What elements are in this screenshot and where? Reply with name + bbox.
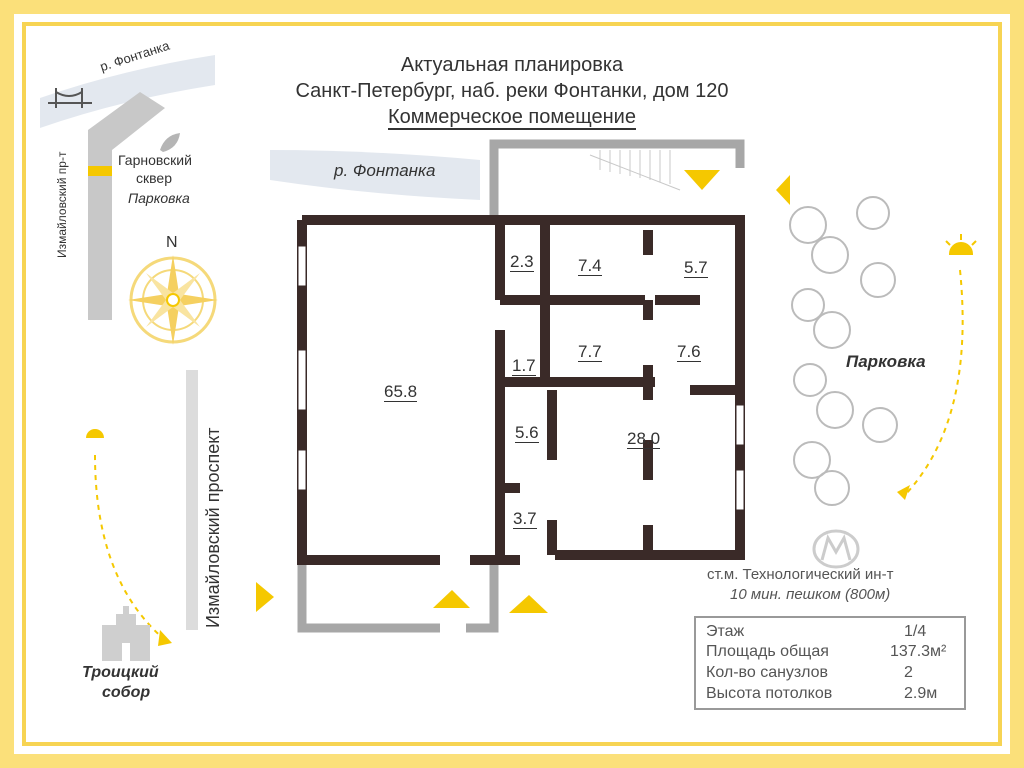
sun-path-left — [94, 454, 166, 641]
room-area: 28.0 — [627, 429, 661, 449]
cathedral-icon — [102, 606, 150, 661]
plan-windows — [297, 245, 745, 511]
title-line-3: Коммерческое помещение — [388, 106, 636, 130]
info-label: Высота потолков — [706, 685, 833, 702]
info-table: Этаж 1/4 Площадь общая 137.3м² Кол-во са… — [694, 616, 966, 710]
title-line-2: Санкт-Петербург, наб. реки Фонтанки, дом… — [295, 80, 729, 102]
river-big-band — [270, 150, 480, 200]
cathedral-label-2: собор — [102, 684, 151, 701]
north-label: N — [166, 234, 178, 251]
room-area: 7.4 — [578, 256, 602, 276]
map-marker — [88, 166, 112, 176]
avenue-strip — [186, 370, 198, 630]
title-line-1: Актуальная планировка — [400, 54, 624, 76]
parking-label-small: Парковка — [128, 190, 190, 206]
plan-walls — [297, 215, 745, 565]
leaf-icon — [160, 133, 180, 152]
frame-border — [22, 22, 1002, 746]
parking-label-big: Парковка — [846, 352, 926, 371]
info-value: 2 — [904, 664, 913, 681]
room-area: 7.7 — [578, 342, 602, 362]
arrow-left-path — [158, 630, 172, 646]
info-value: 137.3м² — [890, 643, 947, 660]
metro-station: ст.м. Технологический ин-т — [707, 566, 894, 583]
avenue-label-small: Измайловский пр-т — [55, 151, 69, 258]
metro-walk: 10 мин. пешком (800м) — [730, 586, 891, 603]
info-label: Этаж — [706, 623, 745, 640]
park-label-2: сквер — [136, 170, 172, 186]
tree-icon — [789, 196, 898, 506]
room-area: 5.6 — [515, 423, 539, 443]
room-area: 2.3 — [510, 252, 534, 272]
room-area: 7.6 — [677, 342, 701, 362]
park-label-1: Гарновский — [118, 152, 192, 168]
compass-icon — [128, 255, 218, 345]
room-area: 3.7 — [513, 509, 537, 529]
entrance-arrow-icon — [256, 170, 790, 613]
room-area: 5.7 — [684, 258, 708, 278]
avenue-map-road — [88, 92, 165, 320]
river-small-band — [40, 55, 215, 128]
info-value: 2.9м — [904, 685, 938, 702]
info-value: 1/4 — [904, 623, 927, 640]
room-area: 65.8 — [384, 382, 418, 402]
room-area: 1.7 — [512, 356, 536, 376]
staircase — [589, 150, 681, 191]
sun-path-right — [904, 269, 964, 496]
river-label-big: р. Фонтанка — [334, 161, 436, 180]
sun-icon — [86, 429, 104, 438]
cathedral-label-1: Троицкий — [82, 664, 159, 681]
plan-annex-walls — [297, 139, 745, 633]
sun-icon — [945, 234, 977, 255]
bridge-icon — [48, 88, 92, 108]
avenue-label-big: Измайловский проспект — [203, 427, 223, 628]
metro-icon — [812, 529, 860, 569]
info-label: Кол-во санузлов — [706, 664, 828, 681]
info-label: Площадь общая — [706, 643, 829, 660]
arrow-right-path — [897, 485, 910, 500]
